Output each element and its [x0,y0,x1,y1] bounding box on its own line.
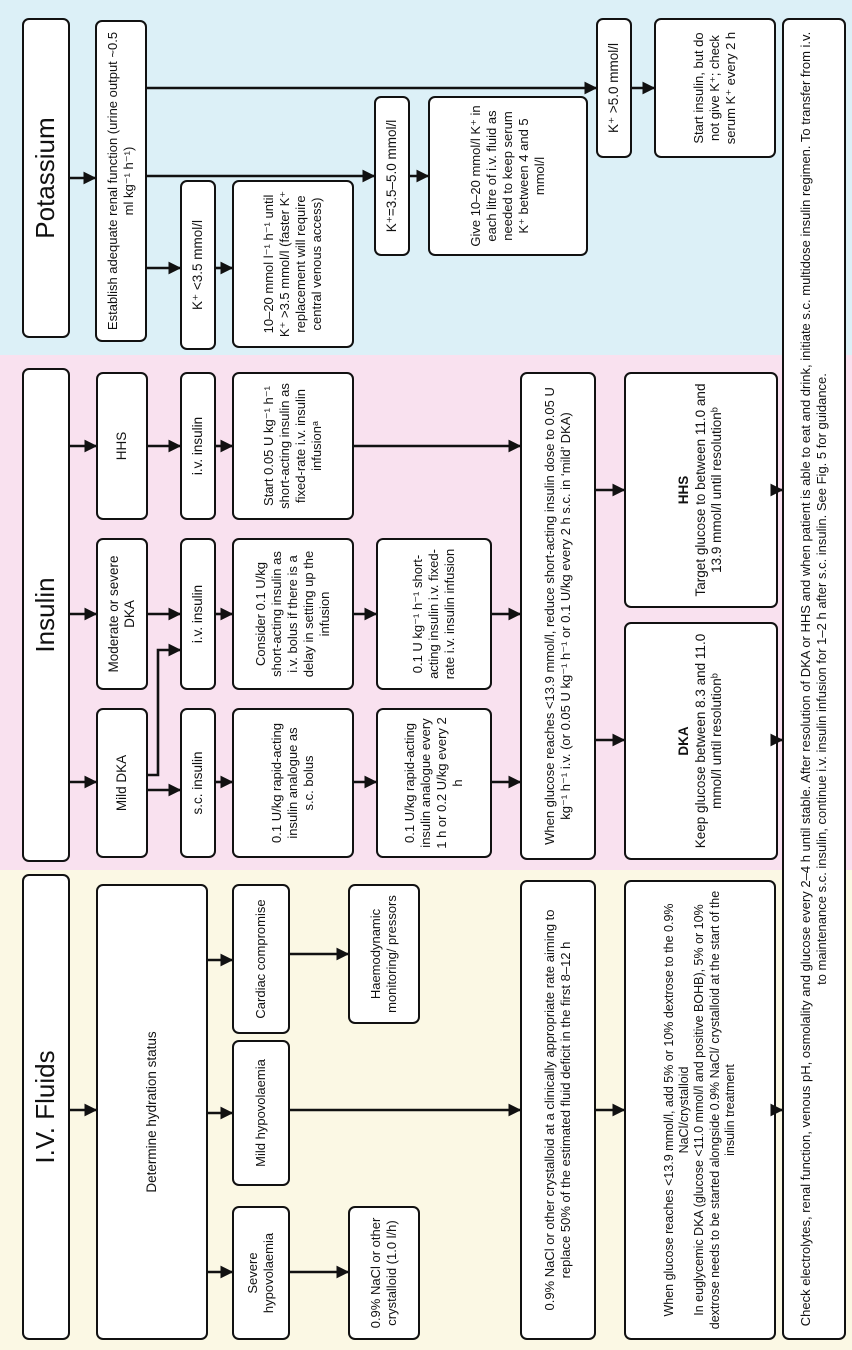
arrow-mild-modroute [148,643,182,777]
